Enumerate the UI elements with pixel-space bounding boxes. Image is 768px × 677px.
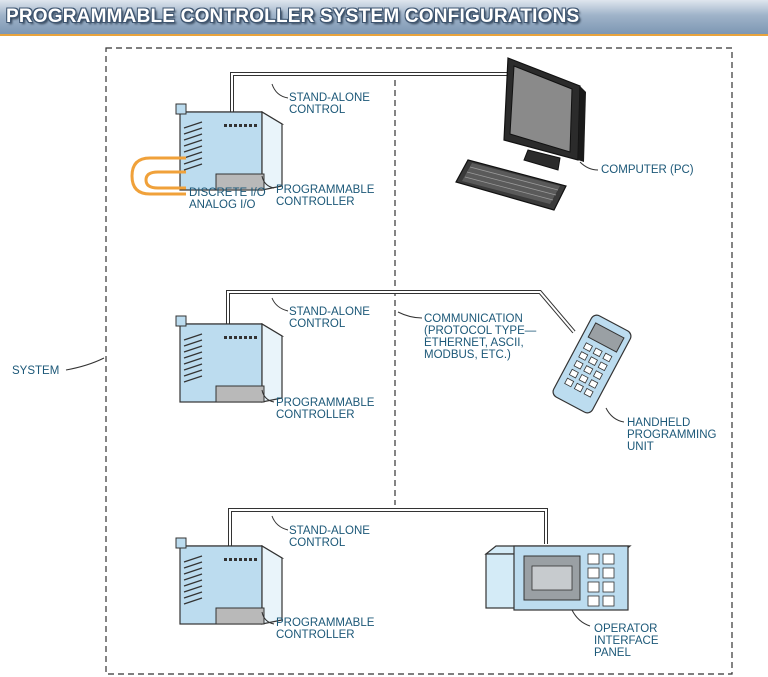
standalone-label-2: CONTROL (289, 104, 346, 116)
plc-leader (261, 175, 275, 189)
communication-label-4: MODBUS, ETC.) (424, 349, 511, 361)
analog-io-arrow (144, 170, 186, 190)
io-label-1: DISCRETE I/O (189, 187, 266, 199)
communication-label-1: COMMUNICATION (424, 313, 523, 325)
operator-leader (571, 609, 591, 627)
plc-label-1: PROGRAMMABLE (276, 397, 375, 409)
plc-leader (261, 611, 275, 625)
plc-unit (175, 103, 283, 191)
diagram-title: PROGRAMMABLE CONTROLLER SYSTEM CONFIGURA… (6, 6, 580, 27)
communication-label-3: ETHERNET, ASCII, (424, 337, 524, 349)
system-boundary (105, 47, 733, 675)
operator-label-1: OPERATOR (594, 623, 657, 635)
standalone-label-1: STAND-ALONE (289, 92, 370, 104)
io-label-2: ANALOG I/O (189, 199, 256, 211)
communication-leader (397, 311, 423, 319)
config-bottom: STAND-ALONE CONTROL PROGRAMMABLE CONTROL… (175, 508, 659, 659)
plc-label-1: PROGRAMMABLE (276, 617, 375, 629)
standalone-leader (271, 297, 289, 312)
discrete-io-arrow (130, 156, 186, 196)
plc-unit (175, 315, 283, 403)
cable-inner (227, 291, 575, 333)
handheld-label-2: PROGRAMMING (627, 429, 717, 441)
plc-label-1: PROGRAMMABLE (276, 184, 375, 196)
standalone-label-2: CONTROL (289, 537, 346, 549)
plc-leader (261, 389, 275, 403)
plc-label-2: CONTROLLER (276, 409, 355, 421)
handheld-label-1: HANDHELD (627, 417, 690, 429)
handheld-label-3: UNIT (627, 441, 654, 453)
standalone-label-2: CONTROL (289, 318, 346, 330)
plc-label-2: CONTROLLER (276, 196, 355, 208)
plc-unit (175, 537, 283, 625)
system-label: SYSTEM (12, 365, 59, 377)
communication-label-2: (PROTOCOL TYPE— (424, 325, 537, 337)
standalone-leader (271, 515, 289, 531)
cable-inner (229, 509, 547, 550)
standalone-leader (271, 83, 289, 99)
keyboard-icon (455, 159, 567, 211)
handheld-leader (605, 407, 625, 423)
title-bar: PROGRAMMABLE CONTROLLER SYSTEM CONFIGURA… (0, 0, 768, 36)
standalone-label-1: STAND-ALONE (289, 525, 370, 537)
operator-label-2: INTERFACE (594, 635, 659, 647)
operator-label-3: PANEL (594, 647, 631, 659)
plc-label-2: CONTROLLER (276, 629, 355, 641)
operator-panel-icon (484, 545, 632, 611)
handheld-programmer-icon (552, 314, 632, 414)
config-middle: STAND-ALONE CONTROL PROGRAMMABLE CONTROL… (175, 290, 717, 453)
computer-monitor-icon (503, 57, 586, 171)
system-leader (65, 357, 105, 371)
cable-outer (228, 508, 548, 550)
config-top: STAND-ALONE CONTROL DISCRETE I/O ANALOG … (130, 57, 694, 211)
standalone-label-1: STAND-ALONE (289, 306, 370, 318)
pc-label: COMPUTER (PC) (601, 164, 694, 176)
pc-leader (579, 161, 599, 171)
